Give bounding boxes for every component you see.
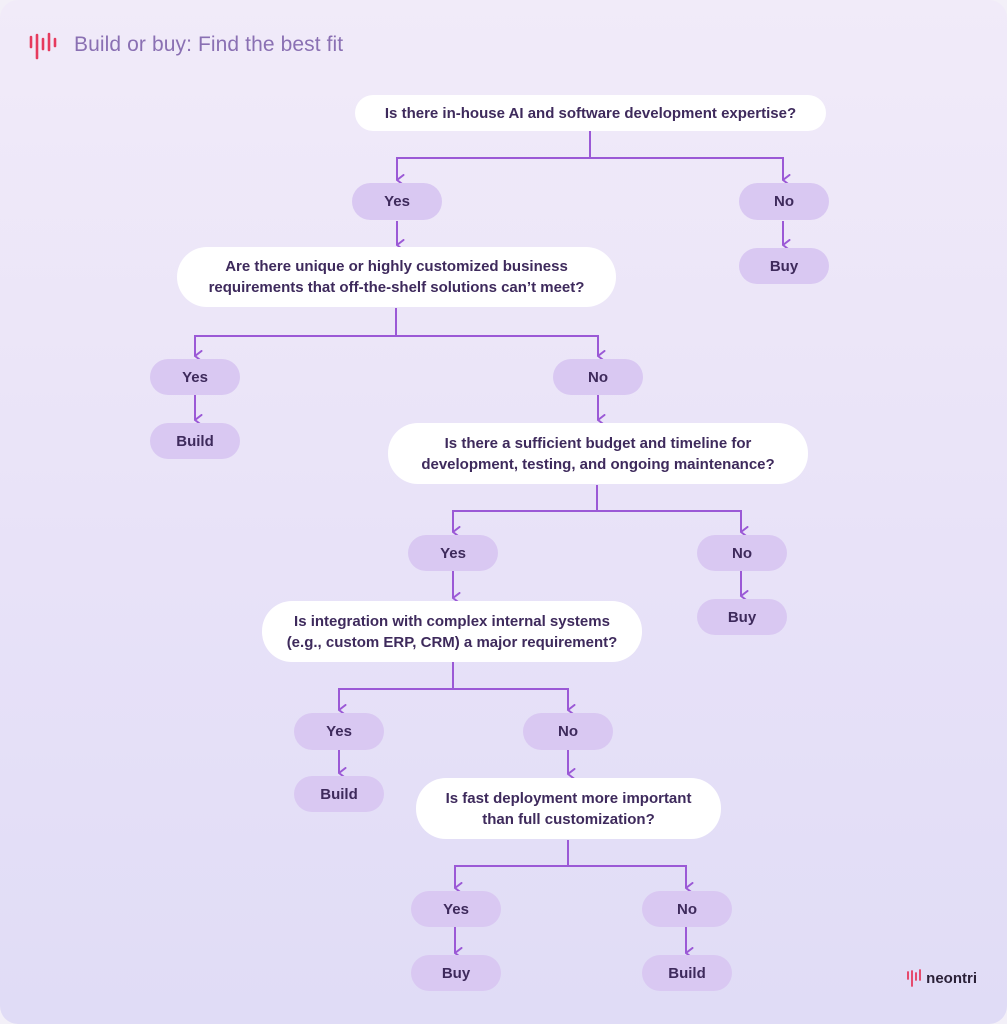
neontri-logo-icon (907, 969, 922, 987)
page-title: Build or buy: Find the best fit (74, 33, 344, 56)
brand-name: neontri (926, 969, 977, 987)
q1-no-pill: No (739, 183, 829, 220)
q2-no-pill: No (553, 359, 643, 395)
neontri-logo-icon (29, 32, 57, 60)
q2-yes-result-build: Build (150, 423, 240, 459)
question-4-box: Is integration with complex internal sys… (262, 601, 642, 662)
q5-no-result-build: Build (642, 955, 732, 991)
q3-no-result-buy: Buy (697, 599, 787, 635)
question-1-box: Is there in-house AI and software develo… (355, 95, 826, 131)
q3-no-pill: No (697, 535, 787, 571)
q4-yes-result-build: Build (294, 776, 384, 812)
q5-no-pill: No (642, 891, 732, 927)
q1-yes-pill: Yes (352, 183, 442, 220)
q4-yes-pill: Yes (294, 713, 384, 750)
q4-no-pill: No (523, 713, 613, 750)
q5-yes-pill: Yes (411, 891, 501, 927)
q2-yes-pill: Yes (150, 359, 240, 395)
q1-no-result-buy: Buy (739, 248, 829, 284)
question-5-box: Is fast deployment more important than f… (416, 778, 721, 839)
question-3-box: Is there a sufficient budget and timelin… (388, 423, 808, 484)
q5-yes-result-buy: Buy (411, 955, 501, 991)
header: Build or buy: Find the best fit (28, 30, 343, 60)
brand-logo: neontri (906, 968, 977, 988)
question-2-box: Are there unique or highly customized bu… (177, 247, 616, 307)
q3-yes-pill: Yes (408, 535, 498, 571)
